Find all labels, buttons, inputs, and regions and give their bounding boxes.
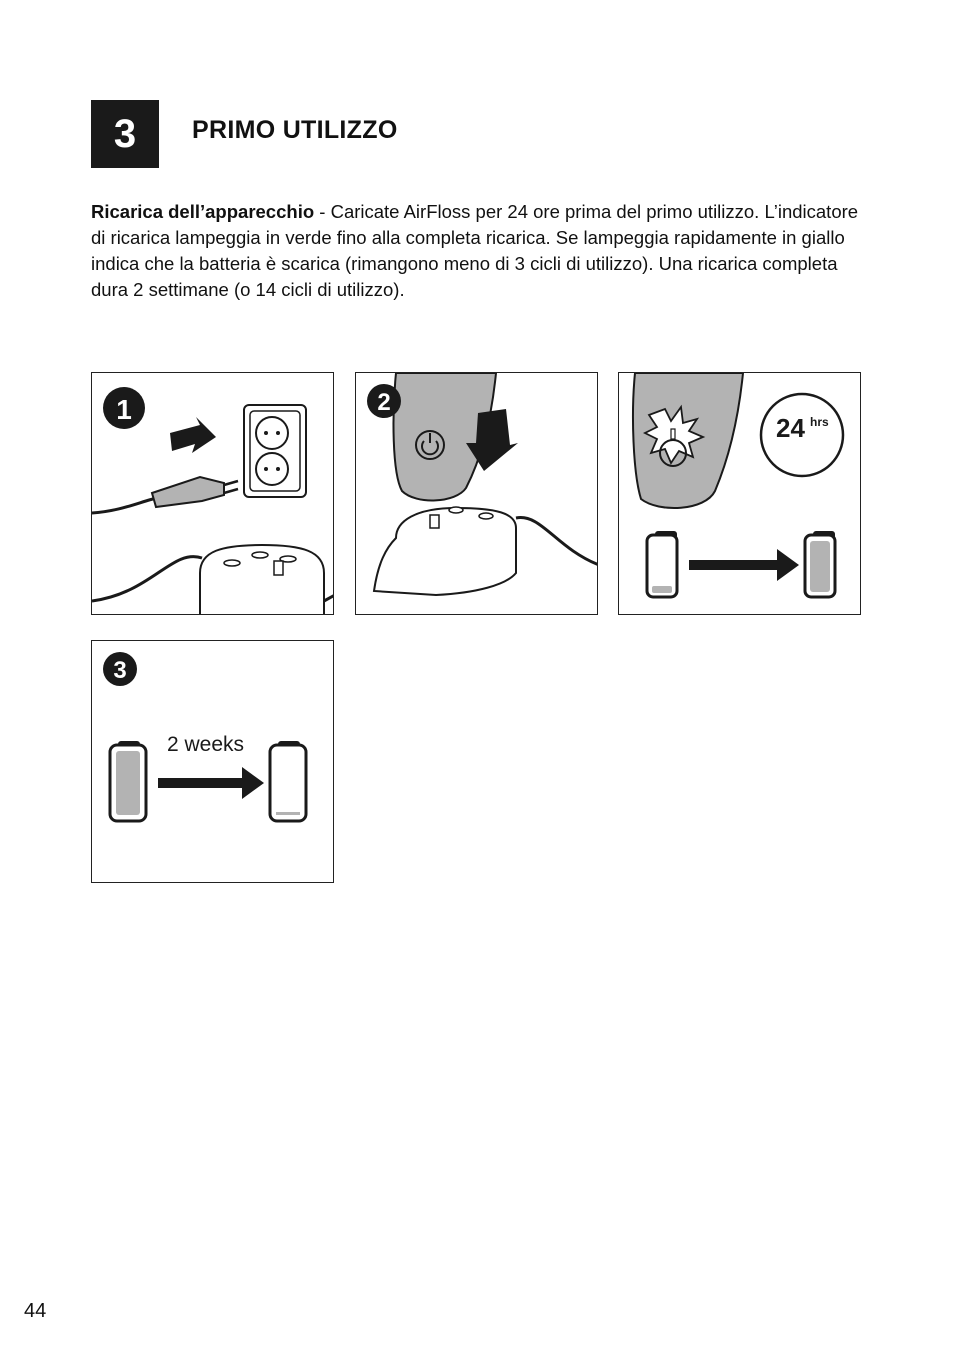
section-number-badge: 3 — [91, 100, 159, 168]
arrow-down-icon — [466, 409, 518, 471]
step-number: 3 — [113, 657, 126, 684]
timer-unit: hrs — [810, 415, 829, 429]
intro-paragraph: Ricarica dell’apparecchio - Caricate Air… — [91, 199, 866, 303]
duration-label: 2 weeks — [167, 733, 244, 756]
intro-text: - Caricate AirFloss per 24 ore prima del… — [91, 201, 859, 300]
step-badge: 2 — [367, 384, 401, 418]
arrow-right-icon — [170, 417, 216, 453]
wall-socket-icon — [243, 404, 307, 498]
step-badge: 3 — [103, 652, 137, 686]
illustration-place-on-charger: 2 — [355, 372, 598, 615]
arrow-right-icon — [158, 767, 264, 799]
arrow-right-icon — [689, 549, 799, 581]
battery-low-icon — [645, 531, 679, 599]
battery-full-icon — [108, 741, 148, 823]
battery-empty-icon — [268, 741, 308, 823]
page-number: 44 — [24, 1300, 47, 1322]
timer-24hrs-icon: 24 hrs — [759, 392, 845, 478]
device-handle-icon — [632, 373, 745, 509]
step-number: 1 — [116, 394, 132, 425]
illustration-charge-24h: 24 hrs — [618, 372, 861, 615]
step-number: 2 — [377, 389, 390, 416]
intro-bold-lead: Ricarica dell’apparecchio — [91, 201, 315, 222]
section-title: PRIMO UTILIZZO — [192, 116, 398, 144]
plug-icon — [92, 475, 239, 515]
timer-value: 24 — [776, 413, 805, 443]
battery-full-icon — [803, 531, 837, 599]
device-handle-icon — [392, 373, 498, 502]
illustration-plug-in: 1 — [91, 372, 334, 615]
step-badge: 1 — [103, 387, 145, 429]
illustration-battery-2-weeks: 3 2 weeks — [91, 640, 334, 883]
charger-base-icon — [372, 506, 597, 597]
charger-base-icon — [92, 543, 333, 614]
